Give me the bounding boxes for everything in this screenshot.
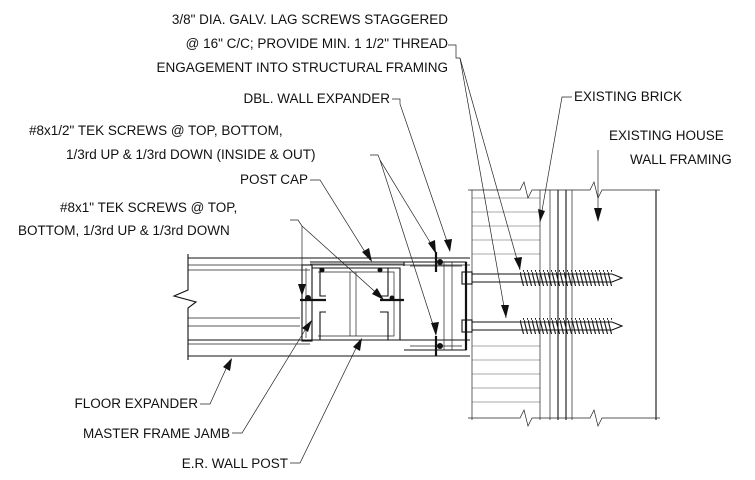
label-dbl-wall-expander: DBL. WALL EXPANDER bbox=[243, 91, 390, 106]
label-lag-screws-line-2: @ 16" C/C; PROVIDE MIN. 1 1/2" THREAD bbox=[186, 36, 449, 51]
label-post-cap: POST CAP bbox=[240, 172, 308, 187]
label-existing-brick: EXISTING BRICK bbox=[574, 89, 682, 104]
label-er-wall-post: E.R. WALL POST bbox=[182, 456, 288, 471]
post-cap bbox=[310, 261, 405, 266]
label-lag-screws-line-3: ENGAGEMENT INTO STRUCTURAL FRAMING bbox=[156, 60, 448, 75]
brick-hatch bbox=[472, 197, 540, 403]
label-tek-one-line-1: #8x1" TEK SCREWS @ TOP, bbox=[60, 200, 237, 215]
label-master-frame-jamb: MASTER FRAME JAMB bbox=[83, 426, 230, 441]
label-tek-half-line-2: 1/3rd UP & 1/3rd DOWN (INSIDE & OUT) bbox=[66, 147, 316, 162]
label-floor-expander: FLOOR EXPANDER bbox=[74, 396, 198, 411]
label-existing-house-line-2: WALL FRAMING bbox=[630, 152, 732, 167]
label-existing-house-line-1: EXISTING HOUSE bbox=[609, 128, 724, 143]
existing-wall bbox=[468, 180, 660, 428]
leaders bbox=[200, 44, 602, 464]
lag-screw-upper bbox=[461, 270, 624, 286]
er-wall-post bbox=[312, 267, 401, 341]
lag-screw-lower bbox=[461, 318, 624, 334]
label-tek-one-line-2: BOTTOM, 1/3rd UP & 1/3rd DOWN bbox=[18, 223, 230, 238]
tek-screws bbox=[300, 252, 443, 356]
label-tek-half-line-1: #8x1/2" TEK SCREWS @ TOP, BOTTOM, bbox=[29, 123, 283, 138]
label-lag-screws-line-1: 3/8" DIA. GALV. LAG SCREWS STAGGERED bbox=[172, 12, 448, 27]
